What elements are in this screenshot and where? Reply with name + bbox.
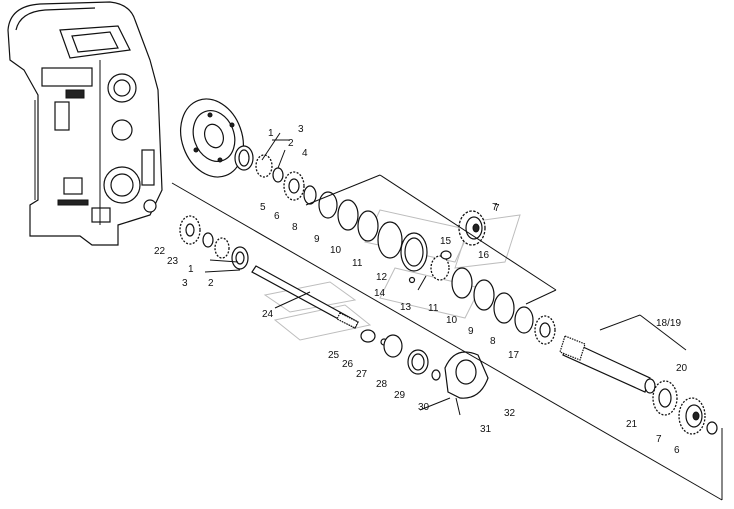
callout-label: 7 [494,203,500,214]
callout-label: 23 [167,256,179,267]
callout-label: 6 [674,445,680,456]
output-shaft-parts [559,335,718,435]
callout-label: 20 [676,363,688,374]
callout-label: 31 [480,424,492,435]
callout-label: 15 [440,236,452,247]
leader-lines [171,132,723,501]
callout-label: 6 [274,211,280,222]
callout-label: 27 [356,369,368,380]
callout-label: 8 [490,336,496,347]
callout-label: 29 [394,390,406,401]
callout-label: 25 [328,350,340,361]
callout-label: 3 [182,278,188,289]
callout-label: 12 [376,272,388,283]
callout-label: 11 [352,258,363,269]
callout-label: 21 [626,419,638,430]
upper-shaft-parts [234,145,556,345]
callout-labels: 1 2 3 4 5 6 7 8 9 10 11 12 13 14 15 16 7… [154,124,688,456]
callout-label: 3 [298,124,304,135]
callout-label: 24 [262,309,274,320]
callout-label: 10 [330,245,342,256]
callout-label: 9 [314,234,320,245]
callout-label: 8 [292,222,298,233]
callout-label: 2 [288,138,294,149]
callout-label: 28 [376,379,388,390]
bell-housing-plate [180,98,244,178]
callout-label: 14 [374,288,386,299]
callout-label: 11 [428,303,439,314]
callout-label: 7 [492,202,498,213]
callout-label: 1 [268,128,274,139]
callout-label: 9 [468,326,474,337]
callout-label: 1 [188,264,194,275]
callout-label: 26 [342,359,354,370]
callout-label: 16 [478,250,490,261]
callout-label: 7 [656,434,662,445]
callout-label: 13 [400,302,412,313]
lower-shaft-parts [179,215,489,416]
callout-label: 2 [208,278,214,289]
callout-label: 5 [260,202,266,213]
callout-label: 4 [302,148,308,159]
callout-label: 32 [504,408,516,419]
callout-label: 30 [418,402,430,413]
callout-label: 18/19 [656,318,681,329]
callout-label: 10 [446,315,458,326]
callout-label: 17 [508,350,520,361]
callout-label: 22 [154,246,166,257]
transmission-housing [7,1,163,246]
